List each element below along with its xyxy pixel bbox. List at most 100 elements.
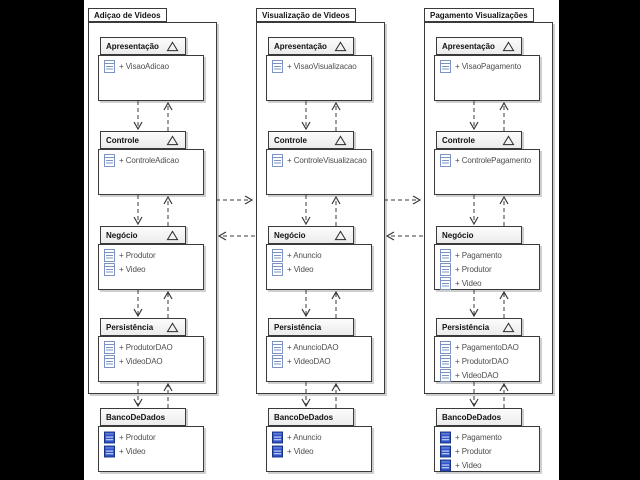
member-label: + Produtor	[119, 250, 156, 260]
package-col3-apresentacao: Apresentação + VisaoPagamento	[434, 37, 540, 101]
package-body: + Produtor + Video	[98, 426, 204, 472]
member-label: + Produtor	[455, 446, 492, 456]
package-header: Apresentação	[100, 37, 186, 55]
class-icon	[440, 248, 451, 262]
package-header: BancoDeDados	[100, 408, 186, 426]
package-header: Persistência	[436, 318, 522, 336]
package-col1-controle: Controle + ControleAdicao	[98, 131, 204, 195]
package-col1-bancodedados: BancoDeDados + Produtor + Video	[98, 408, 204, 472]
member-label: + Video	[287, 264, 314, 274]
package-title: Apresentação	[274, 41, 327, 51]
package-col2-persistencia: Persistência + AnuncioDAO + VideoDAO	[266, 318, 372, 382]
class-member: + Produtor	[99, 248, 203, 262]
package-title: Controle	[106, 135, 139, 145]
table-icon	[272, 445, 283, 457]
triangle-icon	[502, 40, 515, 51]
class-icon	[440, 59, 451, 73]
subsystem-tab-pagamento: Pagamento Visualizações	[424, 8, 534, 22]
class-member: + VideoDAO	[435, 368, 539, 382]
package-col3-persistencia: Persistência + PagamentoDAO + ProdutorDA…	[434, 318, 540, 382]
class-member: + VisaoPagamento	[435, 59, 539, 73]
package-body: + PagamentoDAO + ProdutorDAO + VideoDAO	[434, 336, 540, 382]
package-col3-controle: Controle + ControlePagamento	[434, 131, 540, 195]
class-member: + VisaoVisualizacao	[267, 59, 371, 73]
table-member: + Produtor	[435, 444, 539, 458]
class-member: + Video	[267, 262, 371, 276]
class-member: + ControleVisualizacao	[267, 153, 371, 167]
package-body: + AnuncioDAO + VideoDAO	[266, 336, 372, 382]
package-title: Persistência	[274, 322, 322, 332]
table-member: + Anuncio	[267, 430, 371, 444]
package-title: BancoDeDados	[106, 412, 166, 422]
class-icon	[272, 59, 283, 73]
table-icon	[272, 431, 283, 443]
triangle-icon	[334, 134, 347, 145]
package-body: + Pagamento + Produtor + Video	[434, 244, 540, 290]
member-label: + Produtor	[119, 432, 156, 442]
subsystem-tab-visualizacao: Visualização de Videos	[256, 8, 356, 22]
subsystem-tab-adicao: Adiçao de Videos	[88, 8, 167, 22]
package-header: Controle	[268, 131, 354, 149]
class-icon	[440, 153, 451, 167]
package-title: BancoDeDados	[274, 412, 334, 422]
package-header: Negócio	[268, 226, 354, 244]
class-icon	[272, 354, 283, 368]
member-label: + Anuncio	[287, 432, 322, 442]
package-col1-negocio: Negócio + Produtor + Video	[98, 226, 204, 290]
package-body: + Pagamento + Produtor + Video	[434, 426, 540, 472]
class-member: + PagamentoDAO	[435, 340, 539, 354]
package-title: Negócio	[274, 230, 306, 240]
class-member: + VideoDAO	[99, 354, 203, 368]
package-header: Persistência	[268, 318, 354, 336]
class-member: + ControleAdicao	[99, 153, 203, 167]
package-title: Persistência	[442, 322, 490, 332]
package-col1-apresentacao: Apresentação + VisaoAdicao	[98, 37, 204, 101]
triangle-icon	[166, 321, 179, 332]
package-title: Negócio	[442, 230, 474, 240]
member-label: + ControleVisualizacao	[287, 155, 367, 165]
class-icon	[440, 354, 451, 368]
member-label: + PagamentoDAO	[455, 342, 519, 352]
table-member: + Video	[435, 458, 539, 472]
package-body: + ProdutorDAO + VideoDAO	[98, 336, 204, 382]
class-icon	[104, 59, 115, 73]
class-icon	[440, 340, 451, 354]
member-label: + VideoDAO	[119, 356, 163, 366]
package-body: + VisaoPagamento	[434, 55, 540, 101]
table-member: + Produtor	[99, 430, 203, 444]
triangle-icon	[502, 134, 515, 145]
table-icon	[104, 431, 115, 443]
class-member: + ProdutorDAO	[435, 354, 539, 368]
member-label: + Video	[455, 278, 482, 288]
member-label: + VisaoPagamento	[455, 61, 522, 71]
member-label: + ProdutorDAO	[119, 342, 173, 352]
package-title: Controle	[274, 135, 307, 145]
package-header: Controle	[100, 131, 186, 149]
table-icon	[440, 431, 451, 443]
package-col3-negocio: Negócio + Pagamento + Produtor + Video	[434, 226, 540, 290]
class-member: + ControlePagamento	[435, 153, 539, 167]
member-label: + AnuncioDAO	[287, 342, 339, 352]
package-body: + Anuncio + Video	[266, 426, 372, 472]
class-member: + Anuncio	[267, 248, 371, 262]
class-icon	[104, 153, 115, 167]
class-icon	[272, 262, 283, 276]
member-label: + Video	[119, 446, 146, 456]
class-member: + Video	[99, 262, 203, 276]
triangle-icon	[166, 134, 179, 145]
class-icon	[104, 248, 115, 262]
package-header: Apresentação	[268, 37, 354, 55]
triangle-icon	[166, 229, 179, 240]
class-icon	[272, 248, 283, 262]
member-label: + VideoDAO	[287, 356, 331, 366]
package-col2-negocio: Negócio + Anuncio + Video	[266, 226, 372, 290]
package-body: + ControlePagamento	[434, 149, 540, 195]
package-col2-bancodedados: BancoDeDados + Anuncio + Video	[266, 408, 372, 472]
package-body: + VisaoAdicao	[98, 55, 204, 101]
package-body: + Produtor + Video	[98, 244, 204, 290]
triangle-icon	[334, 229, 347, 240]
class-member: + AnuncioDAO	[267, 340, 371, 354]
class-icon	[440, 262, 451, 276]
package-body: + VisaoVisualizacao	[266, 55, 372, 101]
